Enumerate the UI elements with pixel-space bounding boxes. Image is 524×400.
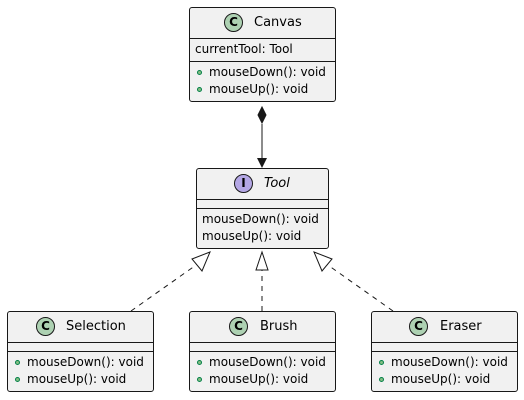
class-brush-fields <box>190 342 335 351</box>
method-mouse-up: mouseUp(): void <box>202 229 302 243</box>
class-brush-methods: mouseDown(): void mouseUp(): void <box>190 351 335 391</box>
class-selection-name: Selection <box>66 319 126 334</box>
interface-tool-name: Tool <box>264 176 290 191</box>
public-method-icon <box>197 87 202 92</box>
class-canvas-fields: currentTool: Tool <box>190 38 335 61</box>
class-stereotype-icon: C <box>229 317 248 336</box>
method-row: mouseUp(): void <box>197 228 328 245</box>
method-row: mouseDown(): void <box>372 354 517 371</box>
method-row: mouseUp(): void <box>372 371 517 388</box>
method-mouse-up: mouseUp(): void <box>391 372 491 386</box>
class-brush[interactable]: C Brush mouseDown(): void mouseUp(): voi… <box>189 311 336 392</box>
class-stereotype-icon: C <box>224 13 243 32</box>
method-mouse-down: mouseDown(): void <box>209 355 326 369</box>
class-selection[interactable]: C Selection mouseDown(): void mouseUp():… <box>7 311 154 392</box>
class-stereotype-icon: C <box>409 317 428 336</box>
method-row: mouseDown(): void <box>8 354 153 371</box>
class-eraser-fields <box>372 342 517 351</box>
public-method-icon <box>379 360 384 365</box>
class-eraser[interactable]: C Eraser mouseDown(): void mouseUp(): vo… <box>371 311 518 392</box>
interface-tool[interactable]: I Tool mouseDown(): void mouseUp(): void <box>196 168 329 249</box>
field-row: currentTool: Tool <box>190 41 335 58</box>
method-row: mouseUp(): void <box>8 371 153 388</box>
class-canvas-header: C Canvas <box>190 8 335 38</box>
method-row: mouseDown(): void <box>190 354 335 371</box>
method-row: mouseUp(): void <box>190 81 335 98</box>
class-canvas-methods: mouseDown(): void mouseUp(): void <box>190 61 335 101</box>
public-method-icon <box>197 360 202 365</box>
realization-edge-eraser-tool <box>313 251 394 312</box>
realization-edge-selection-tool <box>130 251 211 312</box>
class-selection-header: C Selection <box>8 312 153 342</box>
public-method-icon <box>15 377 20 382</box>
class-stereotype-icon: C <box>36 317 55 336</box>
public-method-icon <box>197 70 202 75</box>
realization-edge-brush-tool <box>255 250 269 311</box>
public-method-icon <box>379 377 384 382</box>
class-brush-name: Brush <box>260 319 298 334</box>
method-mouse-up: mouseUp(): void <box>27 372 127 386</box>
class-canvas-name: Canvas <box>254 15 302 30</box>
class-brush-header: C Brush <box>190 312 335 342</box>
class-eraser-methods: mouseDown(): void mouseUp(): void <box>372 351 517 391</box>
class-eraser-header: C Eraser <box>372 312 517 342</box>
method-mouse-up: mouseUp(): void <box>209 372 309 386</box>
interface-tool-header: I Tool <box>197 169 328 199</box>
method-mouse-down: mouseDown(): void <box>27 355 144 369</box>
class-canvas[interactable]: C Canvas currentTool: Tool mouseDown(): … <box>189 7 336 102</box>
composition-edge-canvas-tool <box>257 105 267 168</box>
interface-tool-fields <box>197 199 328 208</box>
public-method-icon <box>15 360 20 365</box>
method-row: mouseUp(): void <box>190 371 335 388</box>
field-current-tool: currentTool: Tool <box>195 42 293 56</box>
method-mouse-down: mouseDown(): void <box>391 355 508 369</box>
class-selection-fields <box>8 342 153 351</box>
class-eraser-name: Eraser <box>440 319 482 334</box>
method-row: mouseDown(): void <box>197 211 328 228</box>
method-row: mouseDown(): void <box>190 64 335 81</box>
interface-stereotype-icon: I <box>234 174 253 193</box>
interface-tool-methods: mouseDown(): void mouseUp(): void <box>197 208 328 248</box>
method-mouse-up: mouseUp(): void <box>209 82 309 96</box>
public-method-icon <box>197 377 202 382</box>
class-selection-methods: mouseDown(): void mouseUp(): void <box>8 351 153 391</box>
method-mouse-down: mouseDown(): void <box>209 65 326 79</box>
method-mouse-down: mouseDown(): void <box>202 212 319 226</box>
